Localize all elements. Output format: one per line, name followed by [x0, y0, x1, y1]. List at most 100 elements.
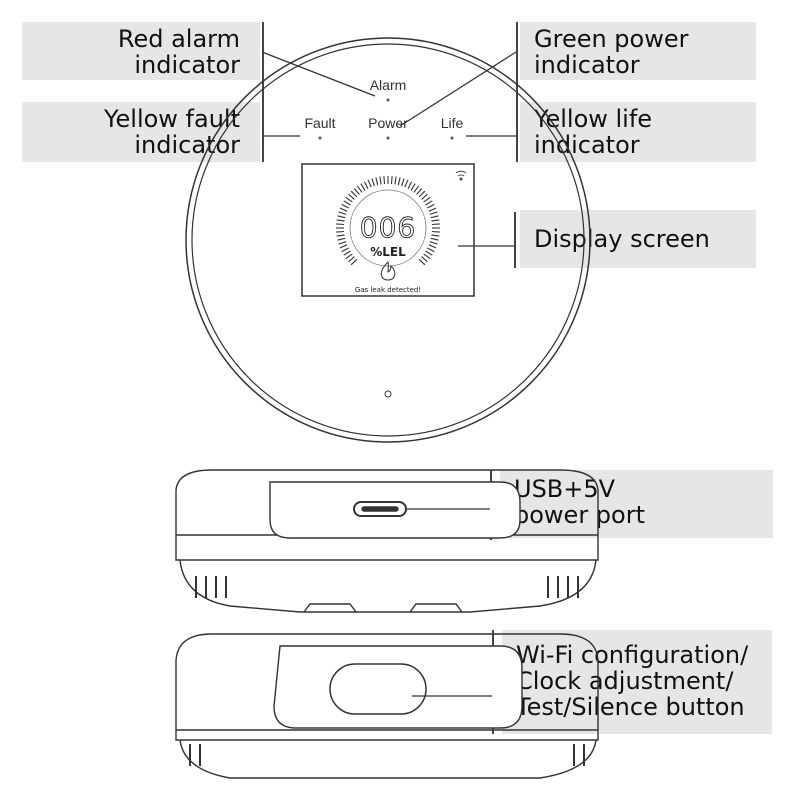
gauge-tick — [429, 211, 438, 215]
gauge-tick — [337, 237, 346, 241]
gauge-tick — [410, 183, 416, 191]
green-power-callout-line1: Green power — [534, 25, 689, 53]
alarm-leader-line — [261, 51, 376, 97]
gauge-tick — [430, 237, 439, 241]
gauge-tick — [430, 215, 439, 219]
button-side-panel — [273, 645, 523, 729]
red-alarm-callout: Red alarm indicator — [22, 22, 260, 80]
gauge-tick — [348, 256, 355, 263]
gauge-tick — [338, 211, 347, 215]
usb-side-foot-right — [409, 603, 463, 613]
yellow-fault-callout: Yellow fault indicator — [22, 102, 260, 162]
gauge-tick — [418, 258, 426, 266]
outer-ring — [185, 37, 591, 443]
life-indicator-label: Life — [441, 115, 464, 131]
button-side-base — [179, 739, 597, 779]
alarm-indicator-dot — [386, 98, 390, 102]
display-frame — [301, 163, 475, 297]
power-indicator-dot — [386, 136, 390, 140]
gauge-tick — [390, 176, 393, 185]
usb-port-callout: USB+5V power port — [500, 470, 773, 538]
red-alarm-callout-line2: indicator — [134, 51, 240, 79]
gauge-tick — [431, 230, 440, 233]
gauge-tick — [383, 176, 386, 185]
button-side-body — [175, 633, 599, 741]
gauge-tick — [339, 244, 348, 249]
yellow-life-callout-line1: Yellow life — [534, 105, 653, 133]
callout-divider-display — [514, 212, 516, 268]
gauge-tick — [339, 207, 348, 212]
usb-side-base — [179, 559, 597, 613]
usb-port-callout-line2: power port — [514, 501, 646, 529]
gauge-tick — [345, 196, 353, 203]
gauge-tick — [336, 230, 345, 233]
fault-indicator-dot — [318, 136, 322, 140]
gauge-tick — [426, 203, 435, 209]
inner-ring — [191, 43, 585, 437]
button-side-vents — [189, 744, 585, 766]
gauge-tick — [338, 241, 347, 245]
gauge-tick — [343, 200, 351, 206]
gauge-tick — [426, 247, 435, 253]
gauge-tick — [336, 223, 345, 226]
gauge-tick — [421, 256, 428, 263]
gauge-tick — [397, 177, 401, 186]
gauge-tick — [360, 183, 366, 191]
detector-side-view-usb — [175, 469, 599, 613]
gauge-tick — [404, 179, 409, 188]
wifi-button-callout-line2: Clock adjustment/ — [516, 667, 734, 695]
display-screen-callout: Display screen — [520, 210, 756, 268]
yellow-life-callout-line2: indicator — [534, 131, 640, 159]
usb-side-foot-left — [303, 603, 357, 613]
display-screen-callout-line1: Display screen — [534, 225, 710, 253]
gauge-tick — [421, 193, 428, 200]
power-indicator-label: Power — [368, 115, 408, 131]
gauge-tick — [356, 185, 363, 193]
yellow-fault-callout-line2: indicator — [134, 131, 240, 159]
gauge-tick — [336, 219, 345, 222]
indicator-leader-lines — [261, 51, 517, 137]
gas-reading-unit: %LEL — [370, 245, 406, 259]
wifi-button-callout: Wi-Fi configuration/ Clock adjustment/ T… — [502, 630, 772, 734]
gauge-tick — [429, 241, 438, 245]
gauge-tick — [394, 176, 397, 185]
gauge-tick — [350, 190, 358, 198]
gas-leak-message: Gas leak detected! — [355, 286, 421, 294]
gauge-tick — [413, 185, 420, 193]
gauge-tick — [428, 207, 437, 212]
yellow-fault-callout-line1: Yellow fault — [104, 105, 240, 133]
gauge-tick — [407, 181, 413, 190]
gauge-tick — [341, 203, 350, 209]
gauge-tick — [425, 250, 433, 256]
gas-reading-value: 006 — [360, 211, 416, 244]
gauge-tick — [401, 178, 405, 187]
gauge-tick — [431, 234, 440, 237]
gauge-tick — [379, 176, 382, 185]
green-power-callout-line2: indicator — [534, 51, 640, 79]
gauge-tick — [343, 250, 351, 256]
gauge-tick — [431, 219, 440, 222]
gauge-tick — [423, 253, 431, 260]
gauge-tick — [418, 190, 426, 198]
usb-side-vents — [195, 576, 579, 598]
gauge-tick — [350, 258, 358, 266]
gauge-tick — [353, 188, 360, 195]
red-alarm-callout-line1: Red alarm — [117, 25, 240, 53]
indicator-group: Alarm Fault Power Life — [304, 77, 463, 140]
test-hole-icon — [384, 390, 392, 398]
alarm-indicator-label: Alarm — [370, 77, 407, 93]
gauge-tick — [337, 215, 346, 219]
wifi-button-callout-line1: Wi-Fi configuration/ — [516, 641, 749, 669]
gauge-tick — [336, 234, 345, 237]
life-indicator-dot — [450, 136, 454, 140]
fault-indicator-label: Fault — [304, 115, 335, 131]
gauge-tick — [375, 177, 379, 186]
usb-c-port-tongue — [361, 506, 399, 512]
gauge-tick — [431, 223, 440, 226]
gauge-tick — [348, 193, 355, 200]
gauge-tick — [341, 247, 350, 253]
wifi-icon — [455, 170, 467, 181]
gauge-tick — [367, 179, 372, 188]
gauge-tick — [345, 253, 353, 260]
